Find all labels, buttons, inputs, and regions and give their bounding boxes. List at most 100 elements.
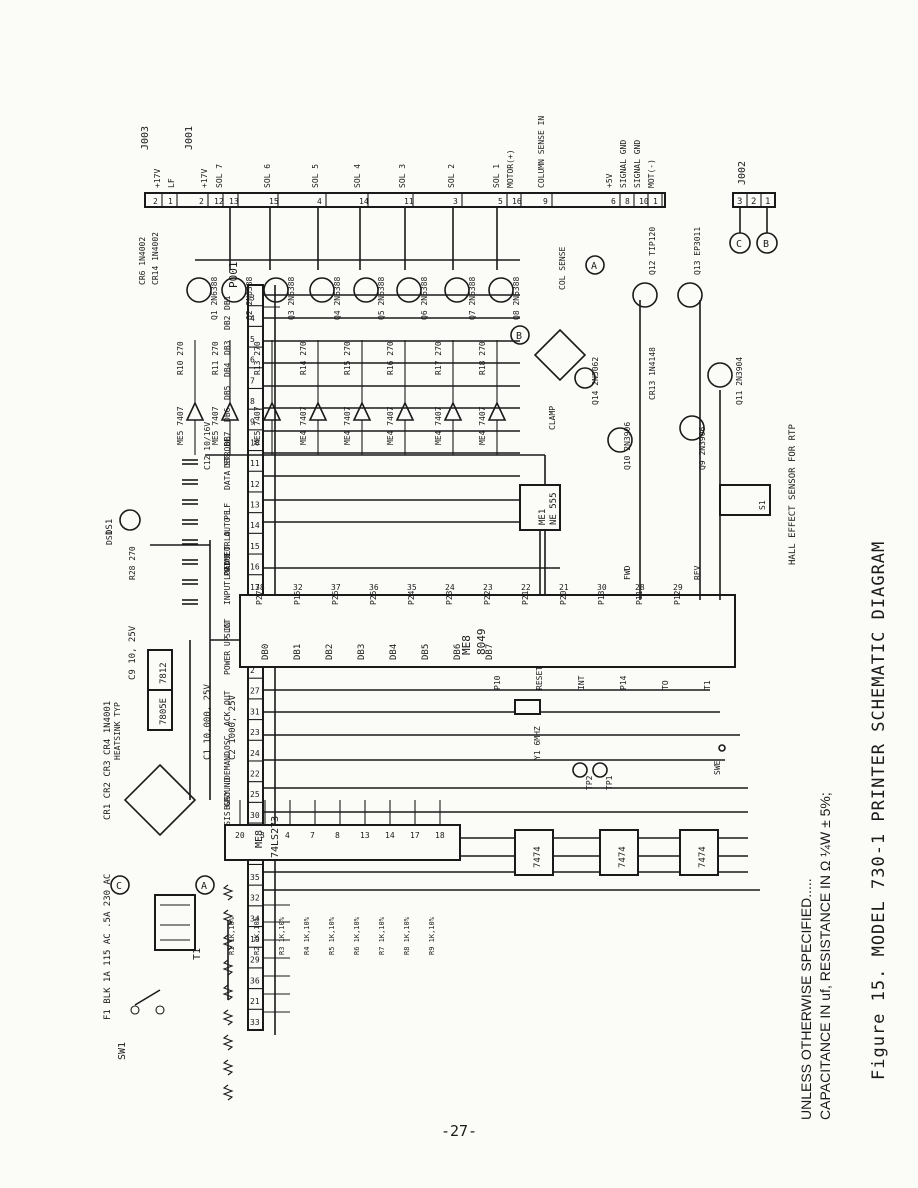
mcu-port-pin-number: 35 xyxy=(407,583,417,592)
resistor-label: R5 1K,10% xyxy=(328,916,336,955)
flip-flops-7474: 7474 7474 7474 xyxy=(514,699,726,876)
p001-signal-label: DB7 xyxy=(223,431,232,446)
driver-resistor-label: R18 270 xyxy=(478,341,487,375)
p001-pin-number: 27 xyxy=(250,687,260,696)
j001-pin-number: 2 xyxy=(153,197,158,206)
p001-signal-label: POWER UP IN xyxy=(223,622,232,675)
j001-pin-number: 10 xyxy=(639,197,649,206)
mcu-port-pin-label: P24 xyxy=(407,590,416,605)
driver-resistor-label: R11 270 xyxy=(211,341,220,375)
transformer-label: T1 xyxy=(192,948,203,960)
node-c2-text: C xyxy=(736,239,742,250)
buffer-7407 xyxy=(185,401,205,421)
p001-signal-label: CHASSIS GROUND xyxy=(223,777,232,845)
p001-signal-label: DB5 xyxy=(223,385,232,400)
misc-label: Q11 2N3904 xyxy=(735,357,744,405)
switch-label: SW1 xyxy=(117,1042,128,1060)
p001-signal-label: FAULT LO xyxy=(223,531,232,570)
j001-pin-number: 4 xyxy=(317,197,322,206)
p001-pin-number: 16 xyxy=(250,563,260,572)
node-b-text: B xyxy=(516,331,522,342)
c2-label: C2 1000, 25V xyxy=(228,694,238,760)
misc-label: DS1 xyxy=(105,530,114,545)
driver-resistor-label: R17 270 xyxy=(434,341,443,375)
ds1-label: DS1 xyxy=(105,519,115,535)
timer-part: NE 555 xyxy=(549,492,559,525)
mcu-port-pin-number: 36 xyxy=(369,583,379,592)
p001-signal-label: PE xyxy=(223,510,232,520)
mcu-control-pin-label: RESET xyxy=(535,666,544,690)
led-ds1 xyxy=(119,509,141,531)
p001-signal-label: BUSY xyxy=(223,791,232,810)
resistor-symbol xyxy=(222,1034,234,1051)
regulator-vr1 xyxy=(147,689,173,731)
p001-pin-number: 7 xyxy=(250,376,255,385)
p001-pin-number: 19 xyxy=(250,935,260,944)
j002-label: J002 xyxy=(737,161,748,185)
j001-signal-label: SOL 1 xyxy=(492,164,501,188)
driver-gate-label: ME4 7407 xyxy=(434,406,443,445)
mcu-port-pin-label: P15 xyxy=(293,590,302,605)
p001-signal-label: DB3 xyxy=(223,340,232,355)
misc-label: COL SENSE xyxy=(558,246,567,290)
buffer-7407 xyxy=(308,401,328,421)
driver-transistor-label: Q6 2N6388 xyxy=(420,276,429,320)
p001-pin-number: 4 xyxy=(250,314,255,323)
latch-pin-number: 17 xyxy=(410,831,420,840)
vr2-label: 7812 xyxy=(159,662,169,684)
p001-pin-number: 8 xyxy=(250,397,255,406)
p001-signal-label: OSC xyxy=(223,735,232,750)
j001-signal-label: SIGNAL GND xyxy=(633,140,642,188)
darlington-transistor xyxy=(221,277,247,303)
flipflop-me6a xyxy=(514,829,554,876)
j001-label: J001 xyxy=(184,126,195,150)
p001-pin-group: 3456789101112131415161718201227312324222… xyxy=(248,284,263,1027)
buffer-7407 xyxy=(352,401,372,421)
node-a2-text: A xyxy=(591,261,597,272)
mcu-port-pin-label: P12 xyxy=(673,590,682,605)
j001-signal-label: SIGNAL GND xyxy=(619,140,628,188)
fuse-label: F1 BLK 1A 115 AC .5A 230 AC xyxy=(103,874,113,1020)
j002-pin-3: 3 xyxy=(737,197,742,207)
j002-pin-2: 2 xyxy=(751,197,756,207)
node-b2-text: B xyxy=(763,239,769,250)
driver-resistor-label: R16 270 xyxy=(386,341,395,375)
p001-pin-number: 9 xyxy=(250,418,255,427)
misc-label: CR14 1N4002 xyxy=(151,232,160,285)
misc-label: CR13 1N4148 xyxy=(648,347,657,400)
latch-pin-number: 7 xyxy=(310,831,315,840)
mcu-port-pin-number: 30 xyxy=(597,583,607,592)
darlington-transistor xyxy=(444,277,470,303)
node-a-marker xyxy=(195,875,215,895)
driver-resistor-label: R10 270 xyxy=(176,341,185,375)
driver-gate-label: ME4 7407 xyxy=(299,406,308,445)
p001-signal-label: DATA STROBE xyxy=(223,437,232,490)
resistor-symbol xyxy=(222,984,234,1001)
driver-gate-label: ME4 7407 xyxy=(343,406,352,445)
tp2 xyxy=(572,762,588,778)
c9-label: C9 10, 25V xyxy=(128,625,138,680)
page-number: -27- xyxy=(440,1122,478,1140)
mcu-port-pin-label: P25 xyxy=(369,590,378,605)
driver-transistor-label: Q8 2N6388 xyxy=(512,276,521,320)
driver-transistor-label: Q5 2N6388 xyxy=(377,276,386,320)
misc-label: R28 270 xyxy=(128,546,137,580)
j001-pin-number: 12 xyxy=(214,197,224,206)
hall-ref: S1 xyxy=(758,500,767,510)
j001-pin-number: 14 xyxy=(359,197,369,206)
driver-transistor-label: Q7 2N6388 xyxy=(468,276,477,320)
node-a-text: A xyxy=(201,881,207,892)
p001-pin-number: 5 xyxy=(250,335,255,344)
darlington-transistor xyxy=(488,277,514,303)
misc-label: Q9 2N3906 xyxy=(698,426,707,470)
flipflop-me6b xyxy=(599,829,639,876)
misc-label: Q12 TIP120 xyxy=(648,227,657,275)
p001-signal-label: OUT xyxy=(223,690,232,705)
darlington-transistor xyxy=(309,277,335,303)
p001-signal-label: DB8 xyxy=(223,453,232,468)
